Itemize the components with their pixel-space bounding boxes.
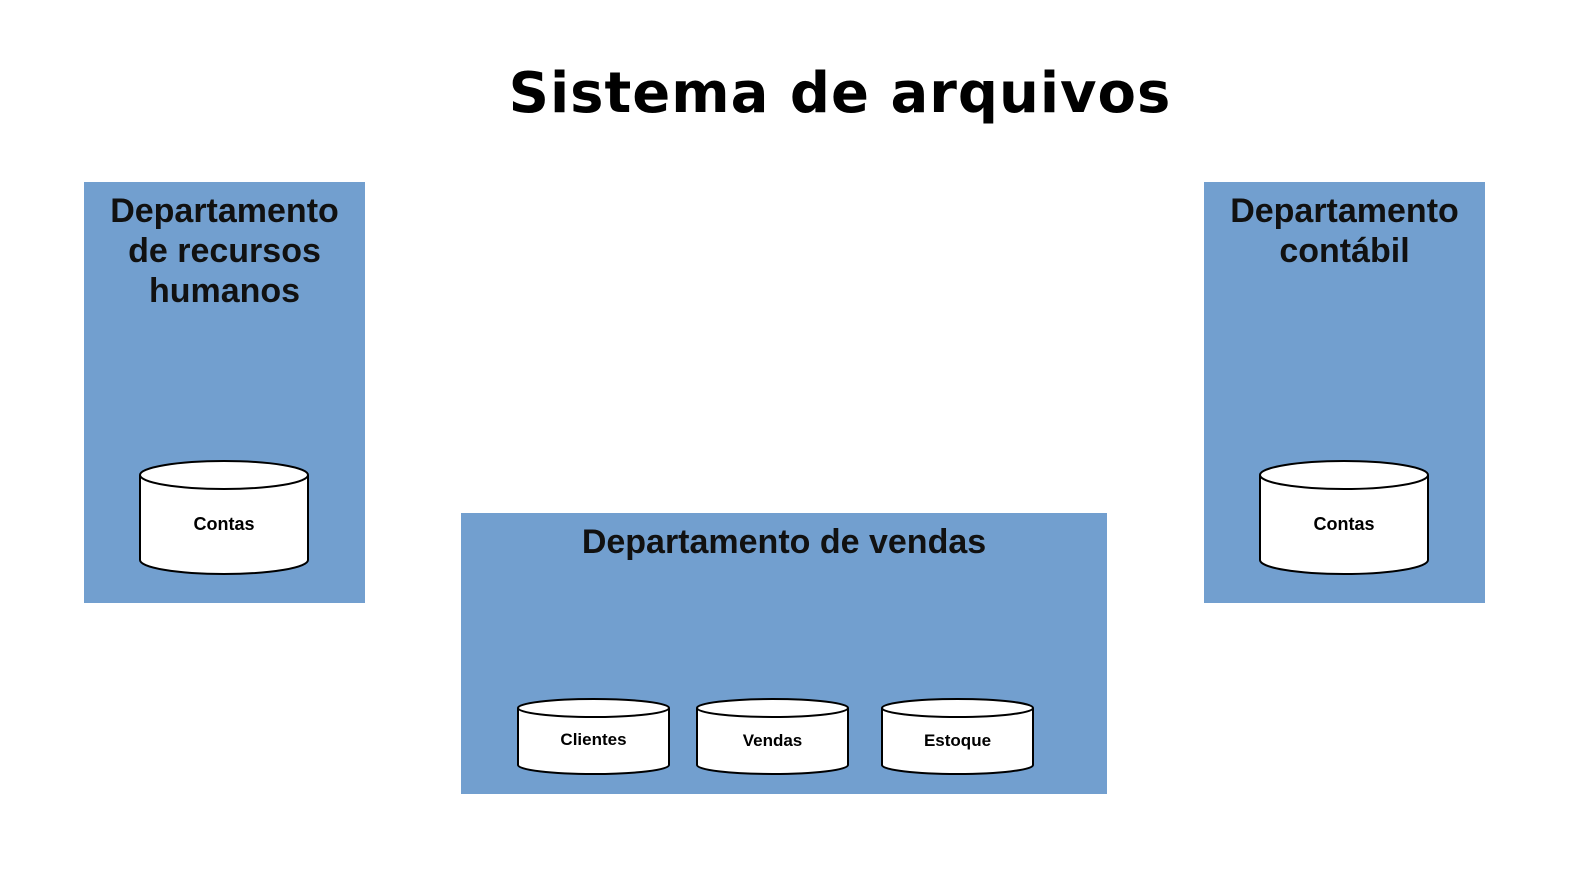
department-contabil-title-line-1: Departamento xyxy=(1230,192,1459,230)
database-cylinder-icon xyxy=(696,698,849,775)
department-vendas-title: Departamento de vendas xyxy=(581,523,987,561)
database-vendas-estoque: Estoque xyxy=(881,698,1034,776)
database-rh-contas-label: Contas xyxy=(193,514,255,534)
database-vendas-clientes-label: Clientes xyxy=(560,730,627,749)
department-rh-title-line-2: de recursos xyxy=(128,232,321,270)
department-rh-title: Departamento de recursos humanos xyxy=(84,182,365,311)
database-vendas-vendas-label: Vendas xyxy=(742,731,803,750)
database-vendas-vendas: Vendas xyxy=(696,698,849,776)
diagram-title: Sistema de arquivos xyxy=(508,61,1172,126)
database-cylinder-icon xyxy=(517,698,670,775)
database-rh-contas: Contas xyxy=(139,460,309,575)
database-contabil-contas-label: Contas xyxy=(1313,514,1375,534)
department-rh-title-line-3: humanos xyxy=(148,272,301,310)
department-contabil-title-line-2: contábil xyxy=(1279,232,1410,270)
department-contabil-title: Departamento contábil xyxy=(1204,182,1485,271)
database-cylinder-icon xyxy=(881,698,1034,775)
department-rh-title-line-1: Departamento xyxy=(110,192,339,230)
database-vendas-estoque-label: Estoque xyxy=(923,731,992,750)
database-vendas-clientes: Clientes xyxy=(517,698,670,776)
database-cylinder-icon xyxy=(1259,460,1429,575)
department-rh: Departamento de recursos humanos Contas xyxy=(84,182,365,603)
database-contabil-contas: Contas xyxy=(1259,460,1429,575)
database-cylinder-icon xyxy=(139,460,309,575)
department-contabil: Departamento contábil Contas xyxy=(1204,182,1485,603)
department-vendas: Departamento de vendas Clientes Vendas E… xyxy=(461,513,1107,794)
